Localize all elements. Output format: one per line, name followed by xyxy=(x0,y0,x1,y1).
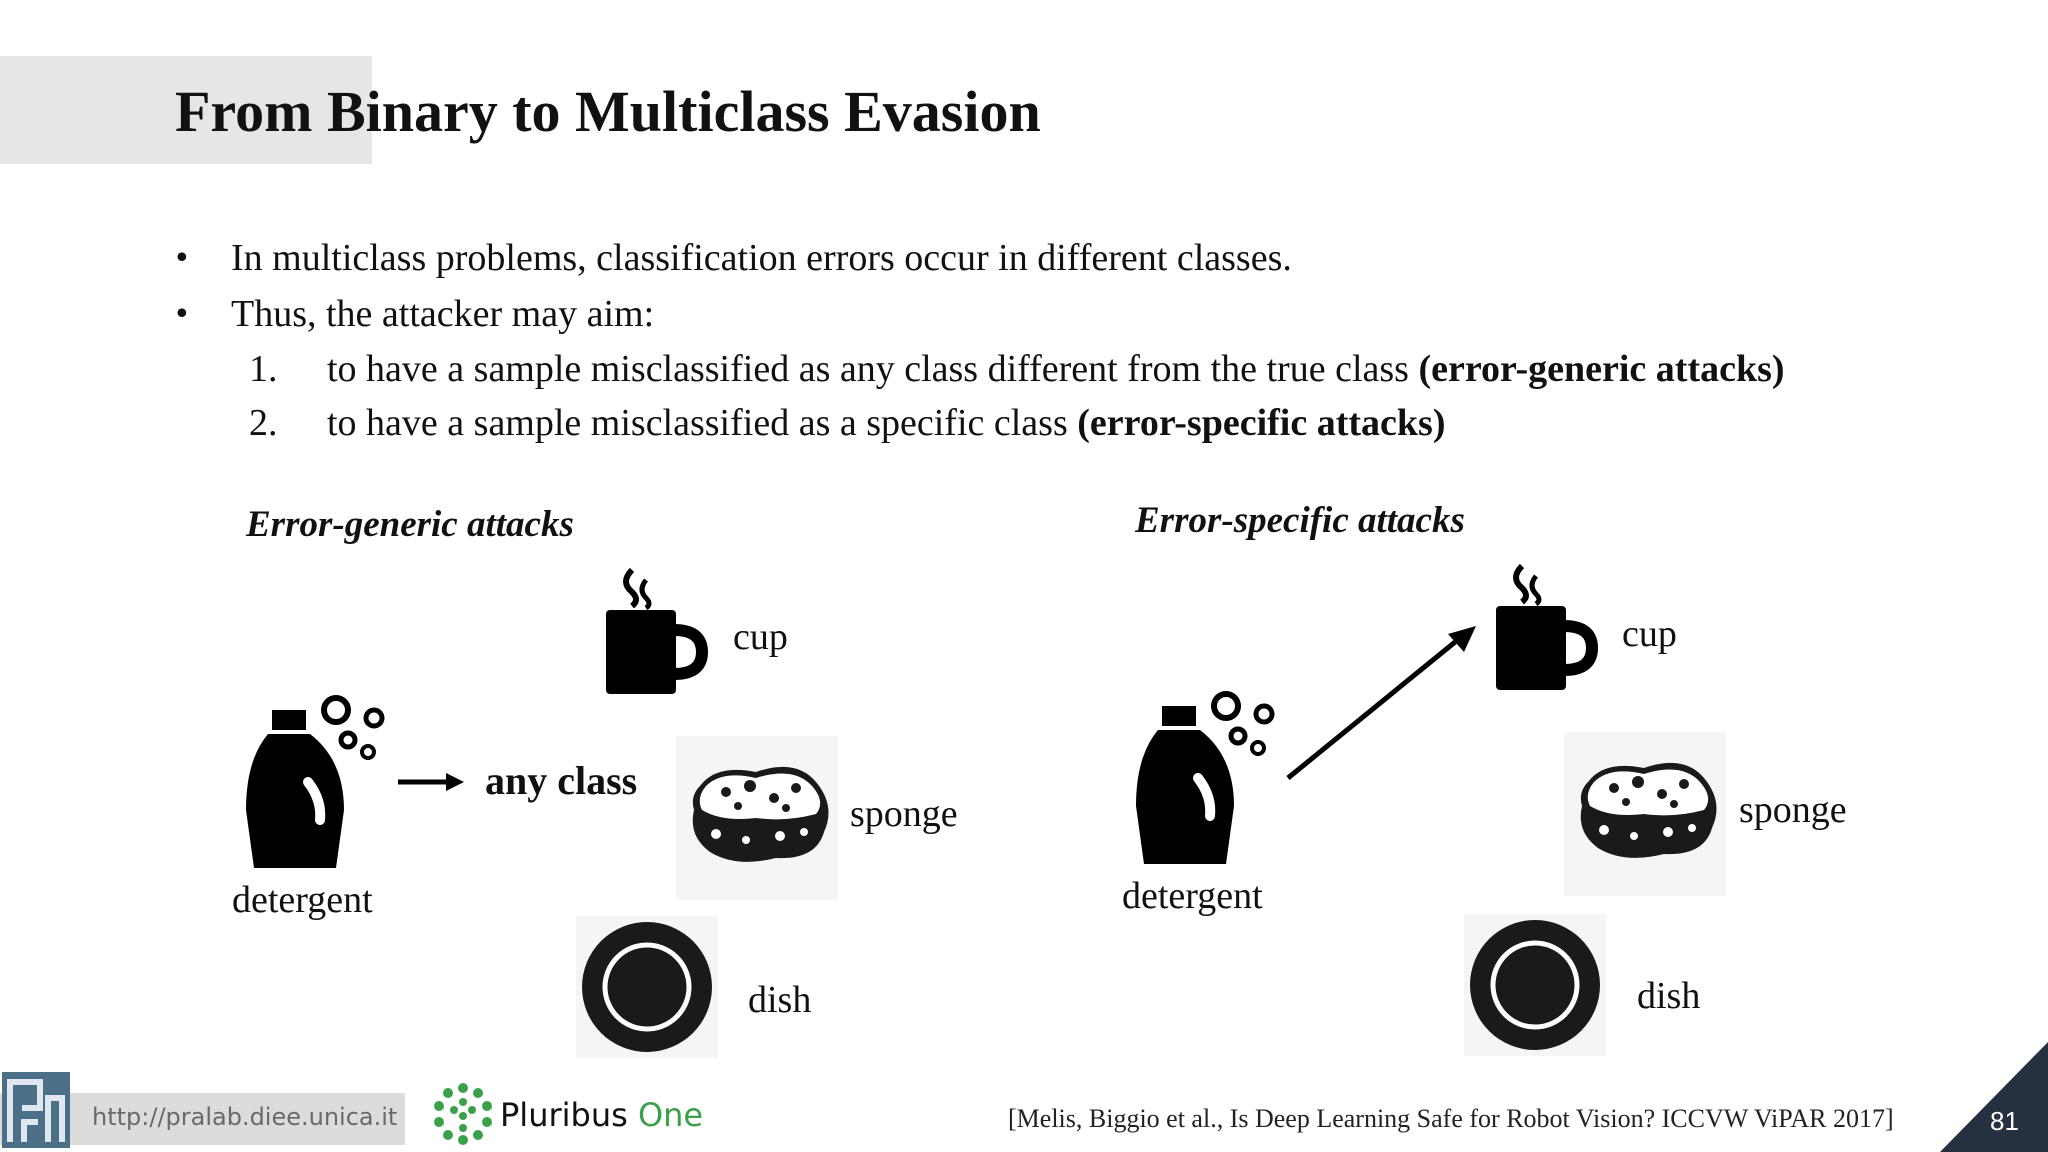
cup-icon xyxy=(1496,563,1599,690)
arrow-icon xyxy=(398,773,464,791)
any-class-label: any class xyxy=(485,758,638,803)
pluribus-one-logo-icon xyxy=(434,1083,492,1145)
bullet-text: Thus, the attacker may aim: xyxy=(231,293,655,335)
cup-label: cup xyxy=(733,616,788,658)
bullet-text: In multiclass problems, classification e… xyxy=(231,237,1292,279)
pluribus-one-brand: Pluribus One xyxy=(500,1096,703,1134)
numbered-marker: 2. xyxy=(249,402,278,444)
numbered-item-bold: (error-specific attacks) xyxy=(1077,402,1446,444)
cup-label: cup xyxy=(1622,613,1677,655)
bullet-marker: • xyxy=(173,241,191,276)
error-specific-heading: Error-specific attacks xyxy=(1135,500,1465,541)
bullet-marker: • xyxy=(173,297,191,332)
sponge-label: sponge xyxy=(850,793,958,835)
dish-icon xyxy=(1464,914,1606,1056)
numbered-item: to have a sample misclassified as a spec… xyxy=(327,401,1445,445)
citation: [Melis, Biggio et al., Is Deep Learning … xyxy=(1008,1104,1894,1133)
detergent-label: detergent xyxy=(232,879,373,921)
brand-suffix: One xyxy=(637,1096,704,1134)
cup-icon xyxy=(606,567,709,694)
corner-triangle xyxy=(1940,1042,2048,1152)
numbered-marker: 1. xyxy=(249,348,278,390)
pralab-logo-icon xyxy=(2,1072,70,1148)
diagonal-arrow-icon xyxy=(1286,626,1476,780)
error-generic-heading: Error-generic attacks xyxy=(246,504,574,545)
numbered-item: to have a sample misclassified as any cl… xyxy=(327,347,1785,391)
title-highlight-box xyxy=(0,56,372,164)
dish-label: dish xyxy=(748,979,812,1021)
detergent-icon xyxy=(1136,691,1275,864)
brand-prefix: Pluribus xyxy=(500,1096,638,1134)
slide-title: From Binary to Multiclass Evasion xyxy=(175,79,1041,144)
detergent-label: detergent xyxy=(1122,875,1263,917)
numbered-item-text: to have a sample misclassified as a spec… xyxy=(327,402,1078,444)
sponge-icon xyxy=(1564,732,1726,896)
detergent-icon xyxy=(246,695,385,868)
dish-label: dish xyxy=(1637,975,1701,1017)
sponge-label: sponge xyxy=(1739,789,1847,831)
dish-icon xyxy=(576,916,718,1058)
pralab-link[interactable]: http://pralab.diee.unica.it xyxy=(92,1103,398,1131)
sponge-icon xyxy=(676,736,838,900)
numbered-item-bold: (error-generic attacks) xyxy=(1418,348,1785,390)
page-number: 81 xyxy=(1990,1106,2019,1136)
numbered-item-text: to have a sample misclassified as any cl… xyxy=(327,348,1419,390)
